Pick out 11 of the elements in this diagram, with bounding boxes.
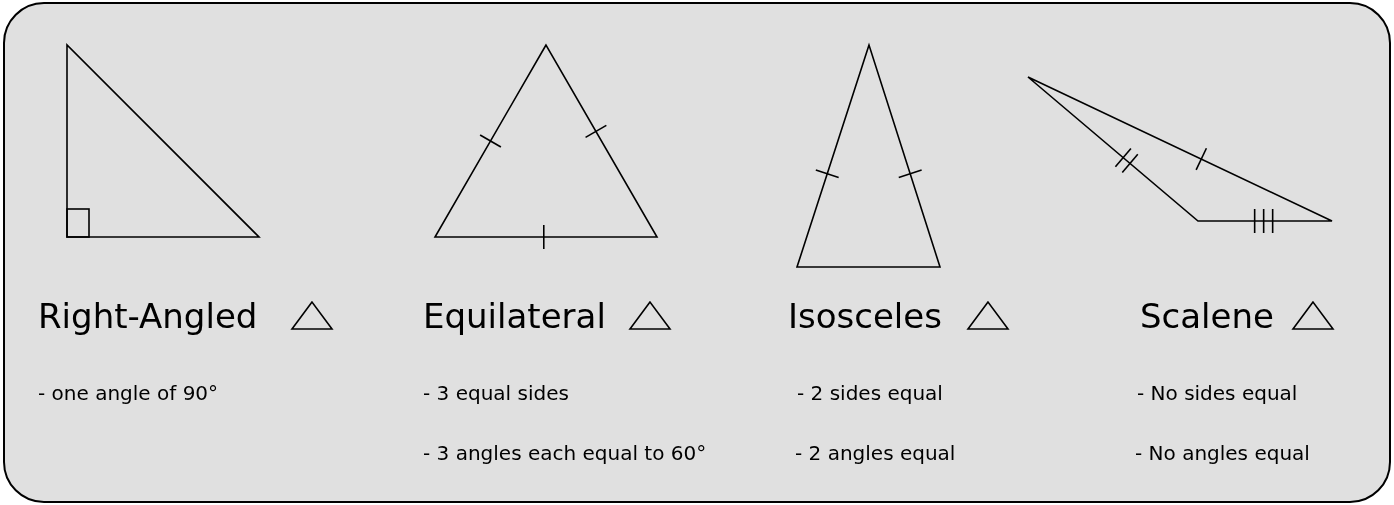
property-text: - 3 equal sides <box>423 381 569 405</box>
property-text: - 2 angles equal <box>795 441 956 465</box>
property-text: - one angle of 90° <box>38 381 219 405</box>
triangle-type-heading: Right-Angled <box>38 296 258 336</box>
property-text: - 3 angles each equal to 60° <box>423 441 707 465</box>
property-text: - No angles equal <box>1135 441 1310 465</box>
triangle-type-heading: Equilateral <box>423 296 606 336</box>
triangle-type-heading: Isosceles <box>788 296 942 336</box>
property-text: - No sides equal <box>1137 381 1298 405</box>
property-text: - 2 sides equal <box>797 381 943 405</box>
triangle-type-heading: Scalene <box>1140 296 1274 336</box>
